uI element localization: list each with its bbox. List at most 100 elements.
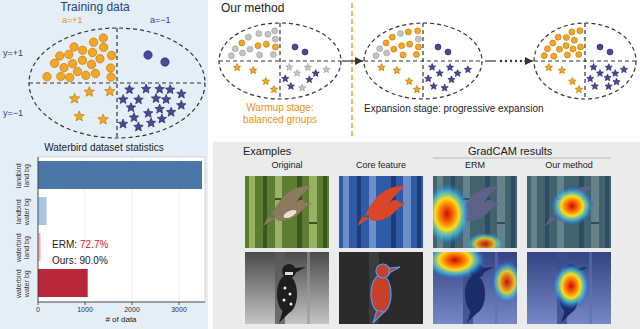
star-sample	[105, 86, 115, 96]
circle-sample	[292, 44, 298, 50]
star-sample	[146, 118, 156, 127]
chart-title: Waterbird dataset statistics	[0, 142, 208, 154]
circle-sample	[563, 34, 569, 40]
art-part	[524, 60, 533, 61]
circle-sample	[56, 52, 64, 60]
circle-sample	[245, 34, 251, 40]
gradcam-ours	[527, 176, 611, 248]
star-sample	[129, 113, 139, 122]
group-divider	[534, 60, 636, 61]
circle-sample	[228, 53, 234, 59]
circle-sample	[107, 51, 115, 59]
star-sample	[270, 85, 278, 92]
column-heading: ERM	[433, 160, 517, 170]
star-sample	[233, 64, 241, 71]
circle-sample	[82, 71, 90, 79]
column-heading: Our method	[527, 160, 611, 170]
circle-sample	[232, 46, 238, 52]
axis-category: landbird land bg	[15, 157, 30, 193]
star-sample	[575, 85, 583, 92]
circle-sample	[407, 41, 413, 47]
circle-sample	[576, 52, 582, 58]
method-panel: Our methodWarmup stage: balanced groupsE…	[213, 0, 640, 140]
tick-label: 3000	[171, 306, 187, 314]
art-part	[263, 186, 312, 226]
art-part	[85, 302, 86, 305]
art-part	[132, 302, 133, 305]
circle-sample	[107, 73, 115, 81]
art-part	[277, 264, 306, 323]
art-part	[491, 260, 517, 304]
star-sample	[430, 82, 437, 89]
star-sample	[429, 63, 436, 70]
art-part	[552, 262, 590, 310]
tick-label: 1000	[77, 306, 93, 314]
art-part	[485, 60, 496, 61]
bar	[38, 197, 47, 225]
star-sample	[69, 93, 79, 103]
circle-sample	[87, 60, 95, 68]
column-heading: Core feature	[339, 160, 423, 170]
circle-sample	[70, 43, 78, 51]
star-sample	[304, 64, 311, 71]
art-part	[282, 208, 297, 219]
circle-sample	[73, 67, 81, 75]
star-sample	[605, 64, 612, 71]
circle-sample	[99, 43, 107, 51]
circle-sample	[550, 40, 556, 46]
star-sample	[125, 85, 135, 94]
group-ellipse	[364, 23, 482, 99]
photo-core-feature	[339, 176, 423, 248]
image-column: Core feature	[339, 160, 423, 248]
star-sample	[74, 111, 84, 121]
art-part	[550, 186, 594, 226]
star-sample	[591, 82, 598, 89]
panel-title: Our method	[221, 2, 284, 16]
star-sample	[286, 63, 293, 70]
circle-sample	[389, 34, 395, 40]
circle-sample	[272, 44, 278, 50]
art-part	[283, 299, 286, 302]
star-sample	[569, 77, 577, 84]
art-part	[179, 302, 180, 305]
art-part	[38, 302, 39, 305]
circle-sample	[391, 46, 397, 52]
star-sample	[405, 77, 413, 84]
art-part	[465, 232, 505, 248]
art-part	[285, 272, 293, 275]
gradcam-ours	[527, 252, 611, 324]
circle-sample	[50, 59, 58, 67]
circle-sample	[96, 55, 104, 63]
group-ellipse	[534, 23, 636, 99]
plot-area	[38, 157, 205, 302]
axis	[38, 157, 205, 305]
star-sample	[604, 74, 611, 81]
art-part	[520, 60, 522, 62]
star-sample	[464, 66, 471, 73]
star-sample	[587, 75, 594, 82]
circle-sample	[569, 29, 575, 35]
accuracy-value: 72.7%	[80, 239, 108, 251]
circle-sample	[91, 69, 99, 77]
tick-label: 0	[36, 306, 40, 314]
star-sample	[299, 84, 306, 91]
circle-sample	[265, 31, 271, 37]
circle-sample	[255, 43, 261, 49]
group-ellipse-node: Expansion stage: progressive expansion	[364, 23, 482, 99]
circle-sample	[445, 49, 451, 55]
star-sample	[141, 84, 151, 93]
star-sample	[134, 95, 144, 104]
axis-category: waterbird water bg	[15, 265, 30, 301]
star-sample	[620, 66, 627, 73]
star-sample	[144, 108, 154, 117]
art-part	[339, 252, 423, 324]
accuracy-name: Ours:	[52, 255, 76, 267]
attribute-label: a=+1	[62, 15, 83, 25]
circle-sample	[541, 53, 547, 59]
circle-sample	[413, 52, 419, 58]
star-sample	[545, 64, 553, 71]
panel-title: GradCAM results	[468, 145, 552, 158]
star-sample	[98, 114, 108, 124]
art-part	[527, 176, 611, 248]
